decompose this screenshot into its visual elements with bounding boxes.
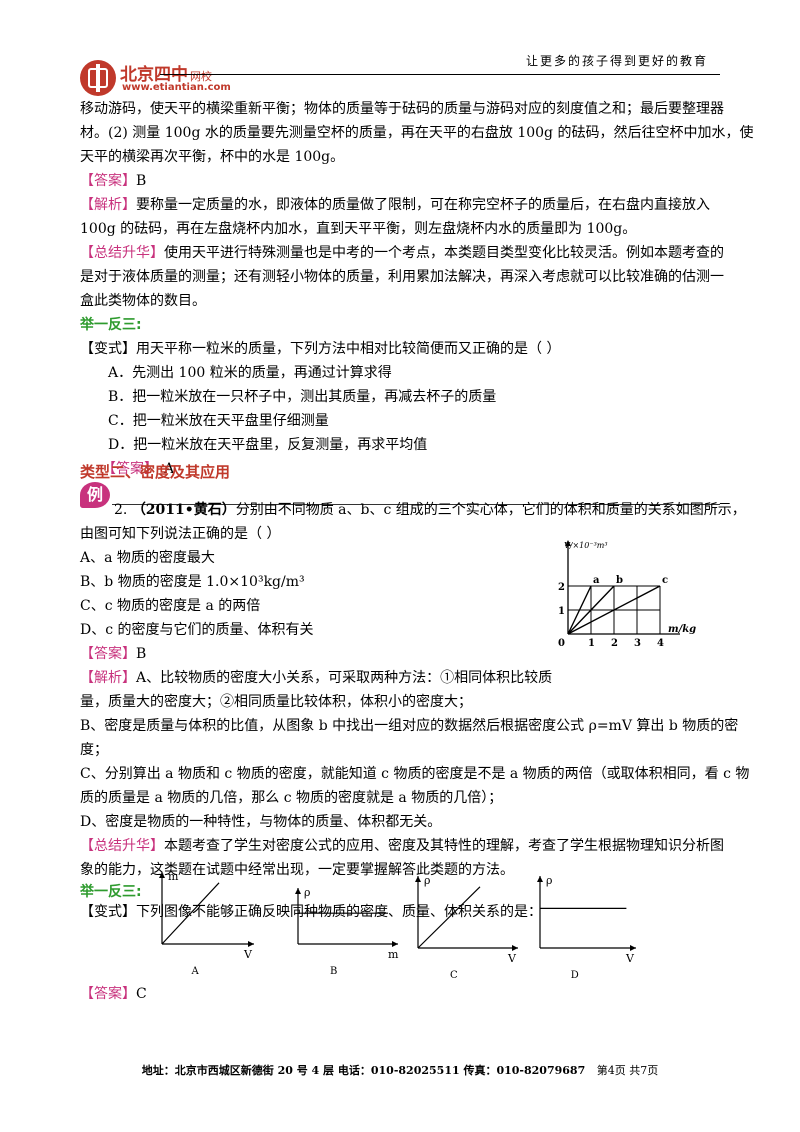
q2-answer: 【答案】B <box>80 646 147 662</box>
x-axis-arrow-icon <box>392 941 398 947</box>
x-tick-label: 2 <box>611 638 618 648</box>
logo-icon <box>80 60 116 96</box>
y-axis-label: ρ <box>304 886 310 899</box>
x-tick-label: 1 <box>588 638 595 648</box>
panel-label: C <box>450 970 458 978</box>
y-axis-arrow-icon <box>537 876 543 882</box>
q1-option-a: A．先测出 100 粒米的质量，再通过计算求得 <box>108 365 392 381</box>
footer-page: 第4页 共7页 <box>596 1064 659 1077</box>
y-axis-arrow-icon <box>565 540 571 546</box>
x-tick-label: 4 <box>657 638 664 648</box>
graph-b: ρ mB <box>295 886 399 977</box>
y-tick-label: 1 <box>558 606 565 617</box>
x-axis-label: V <box>507 952 517 965</box>
y-axis-arrow-icon <box>159 872 165 878</box>
intro-line-1: 移动游码，使天平的横梁重新平衡；物体的质量等于砝码的质量与游码对应的刻度值之和；… <box>80 101 724 117</box>
q2-summary-line-1: 【总结升华】本题考查了学生对密度公式的应用、密度及其特性的理解，考查了学生根据物… <box>80 838 724 854</box>
q1-option-c: C．把一粒米放在天平盘里仔细测量 <box>108 413 329 429</box>
x-tick-label: 3 <box>634 638 641 648</box>
x-axis-arrow-icon <box>512 945 518 951</box>
series-label-a: a <box>593 575 600 586</box>
q2-analysis-line-1: 【解析】A、比较物质的密度大小关系，可采取两种方法：①相同体积比较质 <box>80 670 553 686</box>
q1-summary-line-2: 是对于液体质量的测量；还有测轻小物体的质量，利用累加法解决，再深入考虑就可以比较… <box>80 269 724 285</box>
q1-summary-line-1: 【总结升华】使用天平进行特殊测量也是中考的一个考点，本类题目类型变化比较灵活。例… <box>80 245 724 261</box>
q2-question-line-2: 由图可知下列说法正确的是（ ） <box>80 526 281 542</box>
x-tick-label: 0 <box>558 638 565 648</box>
example-badge-icon: 例 <box>80 482 110 508</box>
y-axis-arrow-icon <box>295 888 301 894</box>
panel-label: A <box>190 966 199 977</box>
footer-address: 地址：北京市西城区新德街 20 号 4 层 电话：010-82025511 传真… <box>141 1064 586 1077</box>
y-axis-label: ρ <box>424 874 430 887</box>
series-label-b: b <box>616 575 623 586</box>
header-rule <box>160 74 720 75</box>
q2-summary-line-2: 象的能力，这类题在试题中经常出现，一定要掌握解答此类题的方法。 <box>80 862 514 878</box>
brand-url: www.etiantian.com <box>122 82 231 93</box>
q1-variant-question: 【变式】用天平称一粒米的质量，下列方法中相对比较简便而又正确的是（ ） <box>80 341 561 357</box>
q1-summary-line-3: 盒此类物体的数目。 <box>80 293 206 309</box>
q1-analysis-line-1: 【解析】要称量一定质量的水，即液体的质量做了限制，可在称完空杯子的质量后，在右盘… <box>80 197 710 213</box>
q1-option-b: B．把一粒米放在一只杯子中，测出其质量，再减去杯子的质量 <box>108 389 497 405</box>
series-line-a <box>567 585 592 635</box>
q1-practice-title: 举一反三: <box>80 317 142 333</box>
q2-question-line-1: 2. （2011•黄石）分别由不同物质 a、b、c 组成的三个实心体，它们的体积… <box>114 502 746 518</box>
brand-name: 北京四中网校 <box>120 65 212 85</box>
footer: 地址：北京市西城区新德街 20 号 4 层 电话：010-82025511 传真… <box>0 1062 800 1078</box>
graph-line <box>417 886 481 949</box>
q2-analysis-line-7: D、密度是物质的一种特性，与物体的质量、体积都无关。 <box>80 814 442 830</box>
x-axis-label: V <box>243 948 253 961</box>
q2-analysis-line-5: C、分别算出 a 物质和 c 物质的密度，就能知道 c 物质的密度是不是 a 物… <box>80 766 750 782</box>
q2-variant-answer: 【答案】C <box>80 986 147 1002</box>
y-axis-label: ρ <box>546 874 552 887</box>
series-line-c <box>567 585 661 635</box>
q2-analysis-line-6: 质的质量是 a 物质的几倍，那么 c 物质的密度就是 a 物质的几倍）； <box>80 790 503 806</box>
q2-option-b: B、b 物质的密度是 1.0×10³kg/m³ <box>80 574 305 590</box>
section-title: 类型二、密度及其应用 <box>80 463 231 481</box>
x-axis-label: m <box>388 948 399 961</box>
panel-label: D <box>571 970 579 978</box>
y-axis-label: m <box>168 870 179 883</box>
intro-line-3: 天平的横梁再次平衡，杯中的水是 100g。 <box>80 149 345 165</box>
density-chart: a b c 0 1 2 3 4 1 2 m/kg V/×10⁻³m³ <box>558 540 696 648</box>
header: 北京四中网校 www.etiantian.com 让更多的孩子得到更好的教育 <box>0 0 800 100</box>
series-line-b <box>567 585 615 635</box>
section-rule <box>112 504 720 505</box>
q2-option-d: D、c 的密度与它们的质量、体积有关 <box>80 622 314 638</box>
y-axis-label: V/×10⁻³m³ <box>564 541 608 550</box>
series-label-c: c <box>662 575 668 586</box>
q2-analysis-line-2: 量，质量大的密度大；②相同质量比较体积，体积小的密度大； <box>80 694 472 710</box>
header-slogan: 让更多的孩子得到更好的教育 <box>526 54 709 68</box>
q1-analysis-line-2: 100g 的砝码，再在左盘烧杯内加水，直到天平平衡，则左盘烧杯内水的质量即为 1… <box>80 221 637 237</box>
x-axis-arrow-icon <box>630 945 636 951</box>
y-axis-arrow-icon <box>415 876 421 882</box>
q2-option-c: C、c 物质的密度是 a 的两倍 <box>80 598 261 614</box>
q2-option-a: A、a 物质的密度最大 <box>80 550 215 566</box>
q2-practice-title: 举一反三: <box>80 884 142 900</box>
graph-c: ρV C <box>415 874 518 978</box>
graph-line <box>161 882 220 945</box>
panel-label: B <box>330 966 337 977</box>
x-axis-label: m/kg <box>668 624 696 635</box>
q2-variant-question: 【变式】下列图像不能够正确反映同种物质的密度、质量、体积关系的是： <box>80 904 542 920</box>
q1-variant-answer: 【答案】A <box>102 461 175 477</box>
x-axis-arrow-icon <box>248 941 254 947</box>
intro-line-2: 材。(2) 测量 100g 水的质量要先测量空杯的质量，再在天平的右盘放 100… <box>80 125 754 141</box>
graph-a: mV A <box>159 870 254 977</box>
q1-answer: 【答案】B <box>80 173 147 189</box>
x-axis-label: V <box>625 952 635 965</box>
y-tick-label: 2 <box>558 582 565 593</box>
q1-option-d: D．把一粒米放在天平盘里，反复测量，再求平均值 <box>108 437 428 453</box>
q2-analysis-line-4: 度； <box>80 742 108 758</box>
q2-analysis-line-3: B、密度是质量与体积的比值，从图象 b 中找出一组对应的数据然后根据密度公式 ρ… <box>80 718 739 734</box>
graph-d: ρV D <box>537 874 636 978</box>
